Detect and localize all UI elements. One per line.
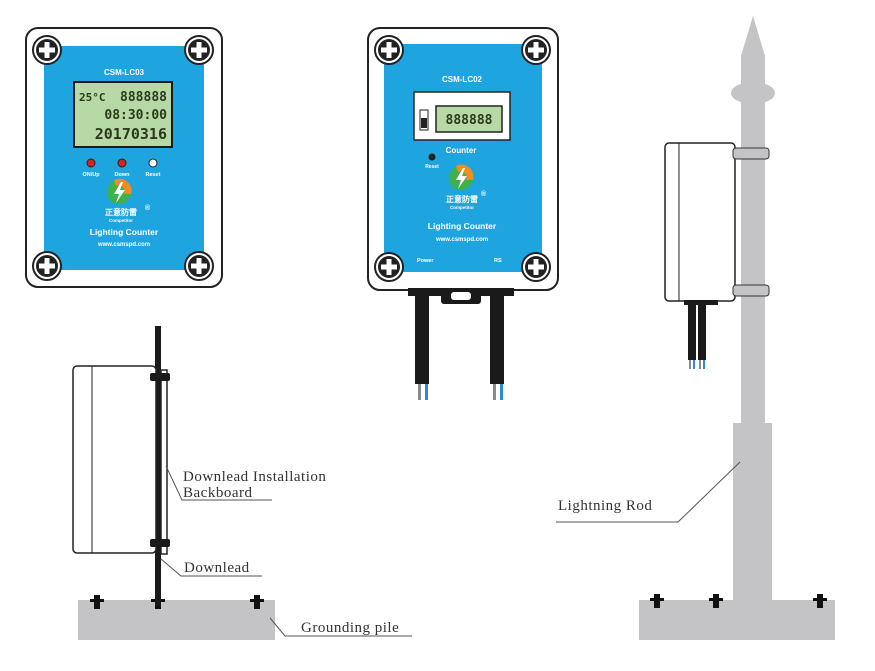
lc02-brand-en: Competitor bbox=[450, 205, 474, 210]
lc02-switch-knob bbox=[421, 118, 427, 128]
lc03-url: www.csmspd.com bbox=[97, 242, 150, 248]
lc02-model-label: CSM-LC02 bbox=[442, 75, 483, 84]
upper-strap bbox=[732, 147, 770, 160]
rod-wire-gray bbox=[689, 360, 691, 369]
grounding-pile bbox=[78, 600, 275, 640]
lc02-bracket-slot bbox=[451, 292, 471, 300]
screw-icon bbox=[374, 35, 404, 65]
registered-mark: ® bbox=[145, 204, 151, 212]
lc02-lcd-screen bbox=[435, 105, 503, 133]
lower-strap bbox=[732, 284, 770, 297]
backboard-label-line2: Backboard bbox=[183, 485, 252, 501]
device-lc03: CSM-LC03 25°C 888888 08:30:00 20170316 O… bbox=[25, 27, 223, 288]
lc03-product-name: Lighting Counter bbox=[90, 227, 159, 237]
grounding-callout-line bbox=[269, 617, 412, 637]
screw-icon bbox=[32, 35, 62, 65]
lc02-reset-label: Reset bbox=[425, 164, 439, 170]
reset-led[interactable] bbox=[148, 158, 158, 168]
rs-label: RS bbox=[494, 258, 502, 264]
lc03-brand-en: Competitor bbox=[109, 218, 133, 223]
lc03-lcd-temp: 25°C bbox=[79, 91, 106, 104]
rod-lower-section bbox=[733, 423, 772, 604]
rod-base bbox=[639, 600, 835, 640]
lc02-product-name: Lighting Counter bbox=[428, 221, 497, 231]
downlead-installation: Downlead Installation Backboard Downlead… bbox=[72, 326, 412, 640]
screw-icon bbox=[521, 35, 551, 65]
power-wire-gray bbox=[418, 384, 421, 400]
lightning-rod-installation: Lightning Rod bbox=[556, 16, 835, 640]
installation-backboard bbox=[160, 369, 168, 555]
device-lc02: CSM-LC02 888888 Counter Reset 正意防雷 ® Com… bbox=[367, 27, 559, 400]
rs-wire-blue bbox=[500, 384, 503, 400]
rod-wire-gray-2 bbox=[699, 360, 701, 369]
on-up-label: ON/Up bbox=[82, 172, 100, 178]
power-wire-blue bbox=[425, 384, 428, 400]
down-label: Down bbox=[115, 172, 131, 178]
on-up-led[interactable] bbox=[86, 158, 96, 168]
registered-mark: ® bbox=[481, 190, 487, 198]
lc03-brand-cn: 正意防雷 bbox=[105, 207, 137, 217]
rod-callout-line bbox=[556, 461, 741, 523]
power-cable bbox=[415, 296, 429, 384]
reset-label: Reset bbox=[146, 172, 161, 178]
downlead-callout-line bbox=[160, 558, 262, 577]
lc02-url: www.csmspd.com bbox=[435, 237, 488, 243]
lc02-reset-button[interactable] bbox=[428, 153, 436, 161]
rod-counter-cable-1 bbox=[688, 305, 696, 360]
screw-icon bbox=[521, 252, 551, 282]
top-clamp bbox=[150, 373, 170, 381]
grounding-label: Grounding pile bbox=[301, 620, 399, 636]
lc02-brand-cn: 正意防雷 bbox=[446, 194, 478, 204]
screw-icon bbox=[374, 252, 404, 282]
downlead-conductor bbox=[155, 326, 161, 606]
lc03-lcd-screen bbox=[73, 81, 173, 148]
rod-wire-blue bbox=[693, 360, 695, 369]
bottom-clamp bbox=[150, 539, 170, 547]
rs-wire-gray bbox=[493, 384, 496, 400]
rod-tip bbox=[741, 16, 765, 56]
down-led[interactable] bbox=[117, 158, 127, 168]
lc03-lcd-count: 888888 bbox=[120, 90, 167, 105]
rod-counter-cable-2 bbox=[698, 305, 706, 360]
rod-counter-bracket bbox=[684, 300, 718, 305]
downlead-label: Downlead bbox=[184, 560, 250, 576]
lightning-rod-label: Lightning Rod bbox=[558, 498, 652, 514]
rod-counter-body bbox=[664, 142, 736, 302]
power-label: Power bbox=[417, 258, 434, 264]
screw-icon bbox=[32, 251, 62, 281]
rs-cable bbox=[490, 296, 504, 384]
lc03-lcd-date: 20170316 bbox=[95, 125, 167, 143]
screw-icon bbox=[184, 35, 214, 65]
backboard-callout-line bbox=[165, 465, 272, 501]
lc02-lcd-count: 888888 bbox=[446, 113, 493, 128]
rod-collar bbox=[731, 82, 775, 104]
backboard-label-line1: Downlead Installation bbox=[183, 469, 326, 485]
lc02-counter-label: Counter bbox=[446, 146, 477, 155]
screw-icon bbox=[184, 251, 214, 281]
rod-upper-section bbox=[741, 55, 765, 427]
lc03-model-label: CSM-LC03 bbox=[104, 68, 145, 77]
counter-side-body bbox=[72, 365, 157, 554]
rod-wire-blue-2 bbox=[703, 360, 705, 369]
lc03-lcd-time: 08:30:00 bbox=[104, 108, 167, 123]
